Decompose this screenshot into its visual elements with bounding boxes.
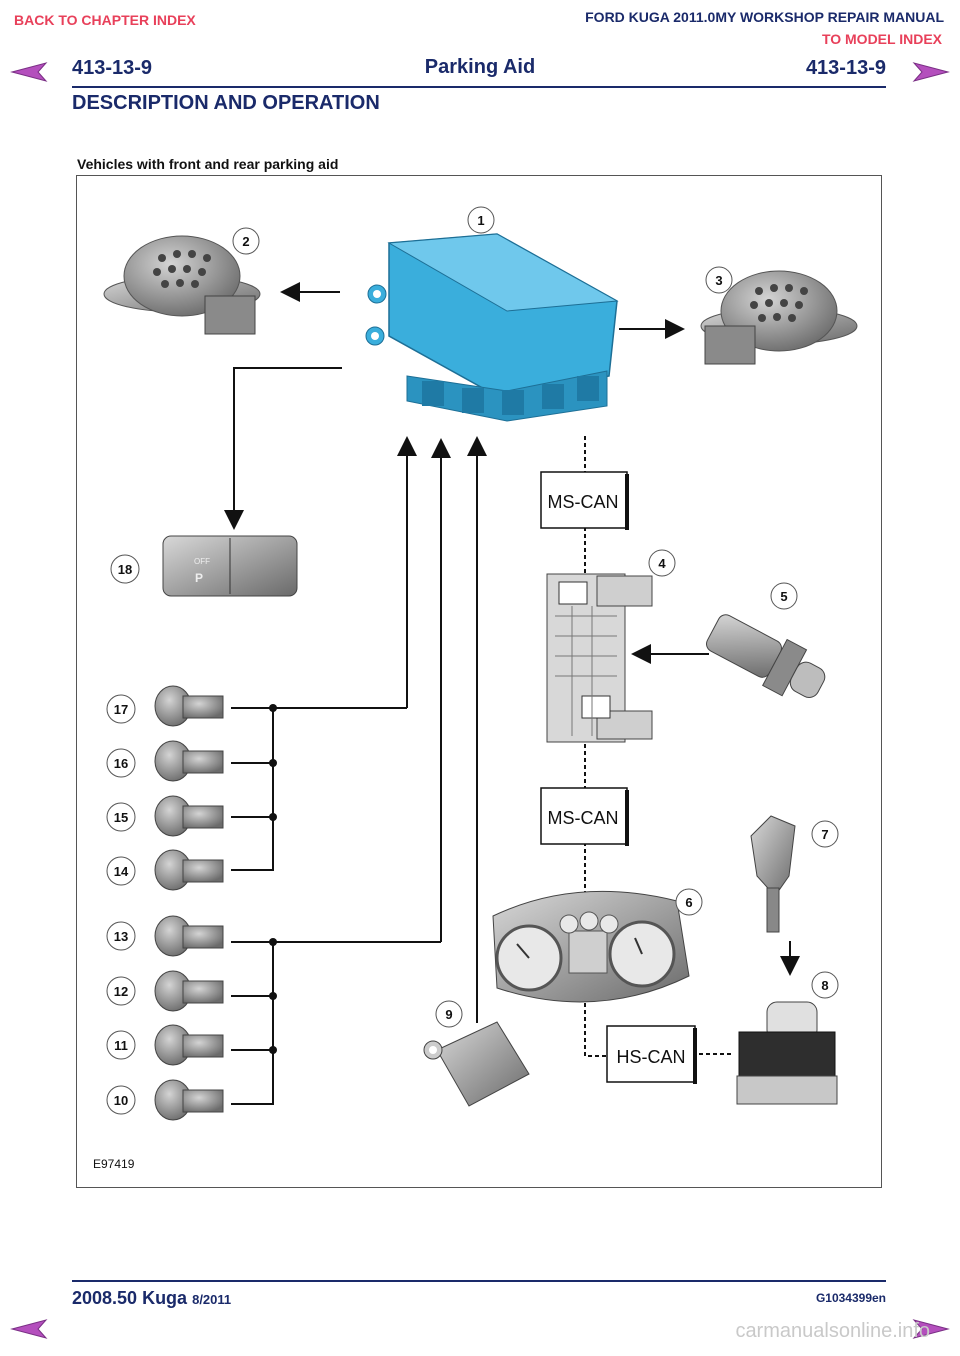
svg-text:10: 10	[114, 1093, 128, 1108]
callout-4: 4	[648, 549, 676, 577]
svg-text:9: 9	[445, 1007, 452, 1022]
header-rule	[72, 86, 886, 88]
callout-2: 2	[232, 227, 260, 255]
parking-symbol-icon: P	[195, 571, 203, 585]
rear-sensors	[154, 915, 441, 1121]
callout-7: 7	[811, 820, 839, 848]
generic-electronic-module	[546, 573, 653, 743]
rear-speaker	[700, 270, 858, 365]
back-to-chapter-index-link[interactable]: BACK TO CHAPTER INDEX	[14, 12, 196, 28]
footer-model-name: 2008.50 Kuga	[72, 1288, 188, 1308]
svg-text:4: 4	[658, 556, 666, 571]
callout-3: 3	[705, 266, 733, 294]
callout-1: 1	[467, 206, 495, 234]
svg-text:13: 13	[114, 929, 128, 944]
footer-model: 2008.50 Kuga 8/2011	[72, 1288, 231, 1309]
callout-14: 14	[106, 856, 136, 886]
figure-caption: Vehicles with front and rear parking aid	[77, 156, 339, 172]
front-speaker	[103, 235, 261, 335]
svg-text:16: 16	[114, 756, 128, 771]
footer-date: 8/2011	[192, 1292, 232, 1307]
callout-13: 13	[106, 921, 136, 951]
svg-text:3: 3	[715, 273, 722, 288]
svg-text:11: 11	[114, 1038, 128, 1053]
svg-text:HS-CAN: HS-CAN	[616, 1047, 685, 1067]
page-number-left: 413-13-9	[72, 57, 153, 79]
previous-page-arrow-icon[interactable]	[10, 61, 50, 83]
callout-18: 18	[110, 554, 140, 584]
previous-page-arrow-icon-bottom[interactable]	[10, 1318, 50, 1340]
parking-aid-switch: OFF P	[162, 535, 298, 597]
callout-10: 10	[106, 1085, 136, 1115]
ms-can-label-2: MS-CAN	[540, 787, 629, 846]
section-title: Parking Aid	[424, 56, 536, 78]
callout-5: 5	[770, 582, 798, 610]
document-heading: DESCRIPTION AND OPERATION	[72, 92, 380, 114]
callout-15: 15	[106, 802, 136, 832]
page-number-right: 413-13-9	[805, 57, 886, 79]
hs-can-label: HS-CAN	[606, 1025, 697, 1084]
svg-text:5: 5	[780, 589, 787, 604]
svg-text:1: 1	[477, 213, 484, 228]
callout-9: 9	[435, 1000, 463, 1028]
svg-text:6: 6	[685, 895, 692, 910]
svg-text:7: 7	[821, 827, 828, 842]
svg-text:17: 17	[114, 702, 128, 717]
svg-text:8: 8	[821, 978, 828, 993]
next-page-arrow-icon[interactable]	[910, 61, 950, 83]
svg-text:2: 2	[242, 234, 249, 249]
parking-aid-diagram: OFF P	[76, 175, 882, 1188]
trailer-module	[423, 1021, 530, 1107]
callout-8: 8	[811, 971, 839, 999]
svg-text:MS-CAN: MS-CAN	[548, 808, 619, 828]
ignition-key	[750, 815, 796, 933]
svg-text:14: 14	[114, 864, 129, 879]
parking-aid-module	[365, 233, 619, 422]
instrument-cluster	[492, 890, 690, 1003]
callout-16: 16	[106, 748, 136, 778]
callout-11: 11	[106, 1030, 136, 1060]
next-page-arrow-icon-bottom[interactable]	[910, 1318, 950, 1340]
ms-can-label-1: MS-CAN	[540, 471, 629, 530]
callout-12: 12	[106, 976, 136, 1006]
svg-text:12: 12	[114, 984, 128, 999]
passive-anti-theft-transceiver	[736, 1001, 838, 1105]
reverse-lamp-switch	[706, 614, 826, 698]
svg-text:MS-CAN: MS-CAN	[548, 492, 619, 512]
footer-doc-code: G1034399en	[815, 1291, 886, 1305]
watermark: carmanualsonline.info	[735, 1320, 930, 1342]
svg-text:15: 15	[114, 810, 128, 825]
figure-reference-code: E97419	[93, 1157, 135, 1171]
front-sensors	[154, 685, 407, 891]
to-model-index-link[interactable]: TO MODEL INDEX	[821, 31, 942, 47]
manual-title: FORD KUGA 2011.0MY WORKSHOP REPAIR MANUA…	[585, 9, 944, 25]
svg-text:18: 18	[118, 562, 132, 577]
callout-6: 6	[675, 888, 703, 916]
callout-17: 17	[106, 694, 136, 724]
footer-rule	[72, 1280, 886, 1282]
switch-label: OFF	[194, 557, 210, 566]
